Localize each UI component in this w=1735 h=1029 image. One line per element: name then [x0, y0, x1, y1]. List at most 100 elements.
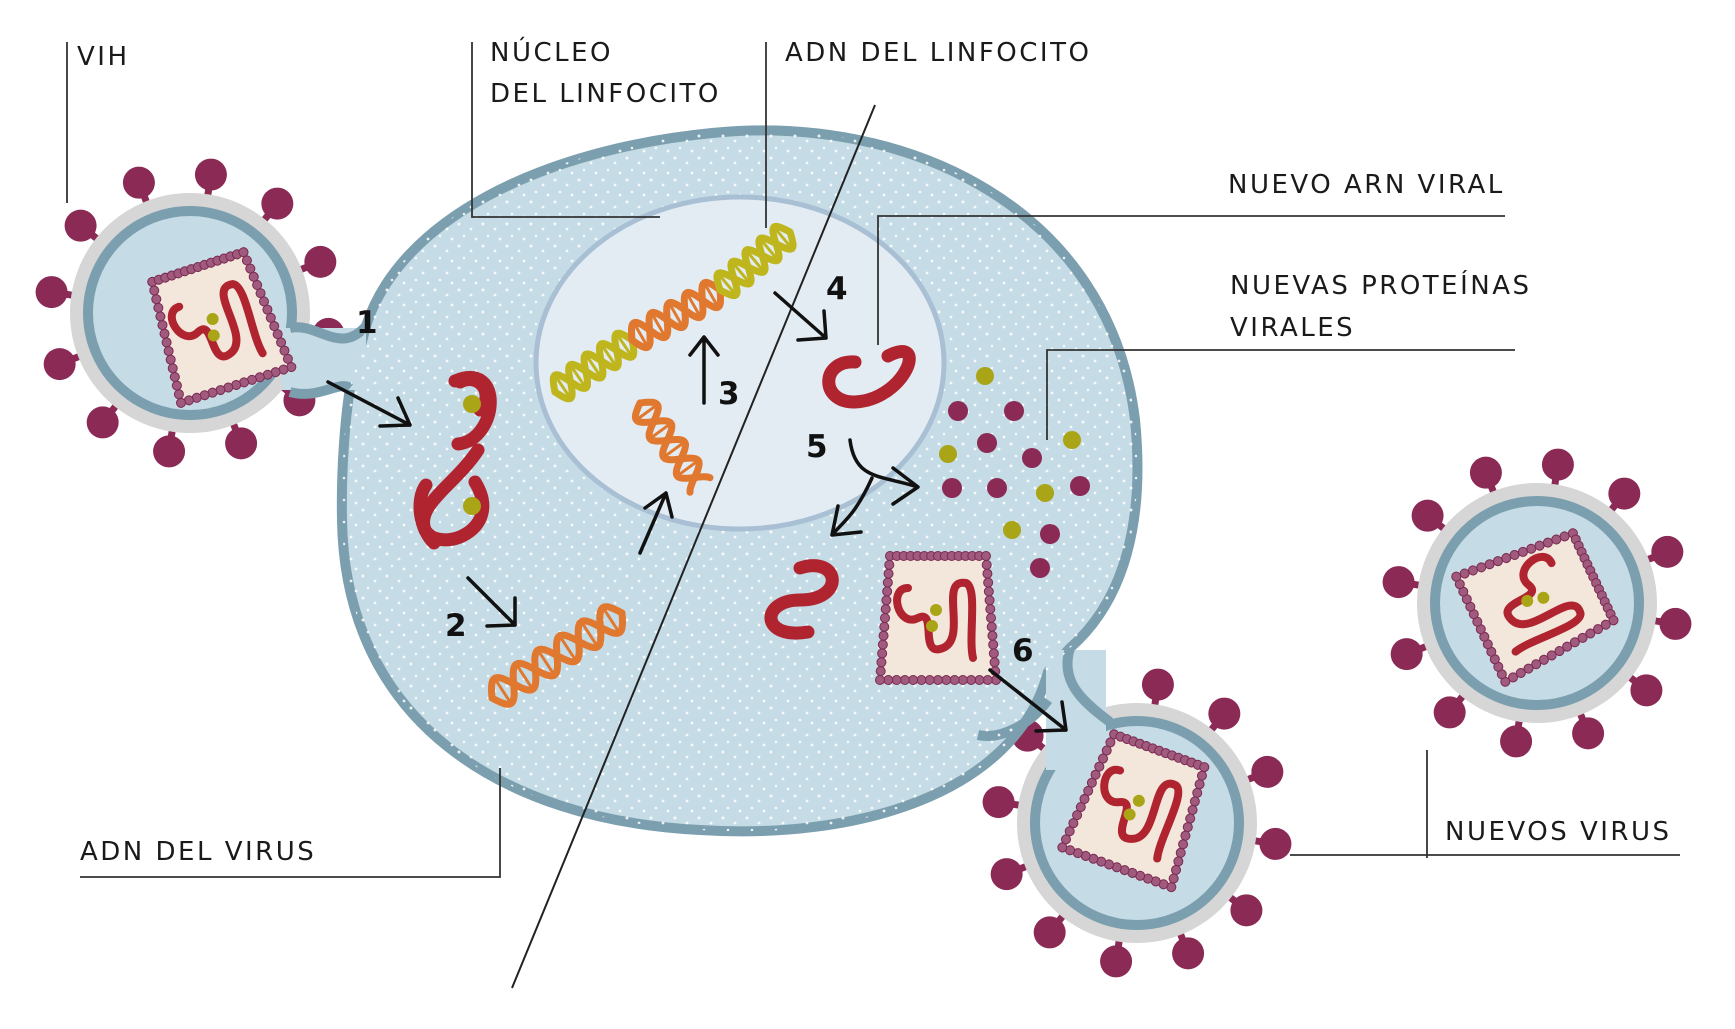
viral-enzyme	[939, 445, 957, 463]
helix-rung	[599, 343, 618, 369]
viral-dna-cytoplasm	[488, 603, 626, 708]
capsid-bead	[879, 621, 890, 632]
helix-rung	[632, 322, 650, 348]
capsid-bead	[883, 675, 894, 685]
helix-strand	[716, 228, 797, 300]
viral-protein	[1022, 448, 1042, 468]
step-number-1: 1	[356, 305, 378, 341]
enzyme-dot	[463, 497, 481, 515]
entry-neck-bottom	[288, 381, 354, 399]
spike-knob	[1382, 566, 1415, 599]
helix-rung	[730, 260, 752, 285]
helix-strand	[628, 286, 724, 352]
spike-knob	[122, 166, 155, 199]
helix-rung	[558, 635, 578, 662]
helix-rung	[662, 440, 686, 459]
helix-rung	[758, 237, 780, 262]
capsid-enzyme	[926, 620, 938, 632]
capsid-bead	[985, 604, 996, 615]
capsid-bead	[987, 630, 998, 641]
host-dna-right	[713, 222, 797, 300]
capsid-bead	[1105, 737, 1116, 748]
capsid-bead	[882, 586, 893, 597]
viral-protein	[987, 478, 1007, 498]
capsid-enzyme	[1132, 794, 1145, 807]
label-nuevos-virus: NUEVOS VIRUS	[1445, 817, 1672, 847]
capsid-enzyme	[206, 313, 219, 326]
viral-enzyme	[1036, 484, 1054, 502]
capsid-bead	[988, 648, 999, 659]
spike-knob	[304, 245, 337, 278]
capsid-bead	[876, 657, 887, 668]
leader-adn-virus	[80, 768, 501, 878]
arrow-step-3	[688, 335, 720, 405]
capsid-bead	[882, 577, 893, 588]
helix-rung	[615, 332, 634, 358]
label-adn-del-virus: ADN DEL VIRUS	[80, 837, 316, 867]
viral-rna-strands	[413, 345, 916, 640]
new-viral-proteins	[939, 367, 1090, 578]
spike-knob	[1259, 827, 1292, 860]
helix-strand	[631, 399, 703, 496]
spike-knob	[1433, 696, 1466, 729]
capsid-bead	[877, 648, 888, 659]
capsid-bead	[875, 666, 886, 677]
capsids	[147, 247, 1619, 893]
label-nuevas-proteinas-line2: VIRALES	[1230, 313, 1355, 343]
spike-knob	[261, 187, 294, 220]
labels: VIH NÚCLEO DEL LINFOCITO ADN DEL LINFOCI…	[77, 36, 1672, 867]
viral-protein	[1030, 558, 1050, 578]
viral-enzyme	[976, 367, 994, 385]
capsid-bead	[916, 675, 927, 685]
spike-knob	[1230, 894, 1263, 927]
capsid-bead	[983, 577, 994, 588]
lymphocyte-nucleus	[533, 194, 947, 532]
rna-strand-b-tail	[413, 478, 441, 550]
capsid-bead	[883, 568, 894, 579]
spike-knob	[153, 435, 186, 468]
helix-strand	[488, 609, 626, 702]
spike-knob	[1541, 448, 1574, 481]
capsid-bead	[984, 595, 995, 606]
helix-rung	[584, 353, 603, 379]
spike-knob	[1659, 607, 1692, 640]
helix-strand	[549, 329, 636, 396]
helix-rung	[580, 620, 599, 648]
spike-knob	[1208, 697, 1241, 730]
rna-new-copy	[764, 559, 839, 640]
helix-rung	[676, 459, 700, 478]
leader-nucleo	[471, 42, 660, 218]
leader-nuevo-arn	[877, 215, 1505, 345]
spike-knob	[1572, 717, 1605, 750]
entry-neck-top	[288, 322, 370, 344]
arrow-step-2b	[638, 491, 674, 555]
capsid-bead	[988, 639, 999, 650]
capsid-rna	[1100, 765, 1183, 863]
spike-knob	[1251, 755, 1284, 788]
arrow-step-2	[466, 576, 517, 628]
capsid-bead	[986, 613, 996, 623]
helix-rung	[649, 422, 672, 440]
label-nuevas-proteinas-line1: NUEVAS PROTEÍNAS	[1230, 269, 1532, 301]
spike-knob	[1172, 937, 1205, 970]
integrated-viral-dna	[628, 278, 724, 352]
viral-enzyme	[1003, 521, 1021, 539]
capsid-bead	[983, 586, 994, 597]
leader-proteinas	[1046, 349, 1515, 440]
helix-rung	[515, 663, 534, 691]
capsid-bead	[949, 675, 960, 685]
arrow-step-6	[988, 668, 1068, 733]
helix-rung	[685, 292, 702, 318]
spike-knob	[194, 158, 227, 191]
step-number-2: 2	[445, 608, 467, 644]
capsid-enzyme	[1537, 591, 1550, 604]
capsid-bead	[878, 630, 889, 641]
capsid-bead	[981, 559, 992, 570]
helix-rung	[553, 374, 572, 400]
helix-rung	[536, 649, 556, 676]
capsid-bead	[924, 675, 935, 685]
helix-strand	[713, 222, 794, 294]
spike-knob	[1100, 945, 1133, 978]
rna-strand-a-hook	[453, 373, 493, 417]
